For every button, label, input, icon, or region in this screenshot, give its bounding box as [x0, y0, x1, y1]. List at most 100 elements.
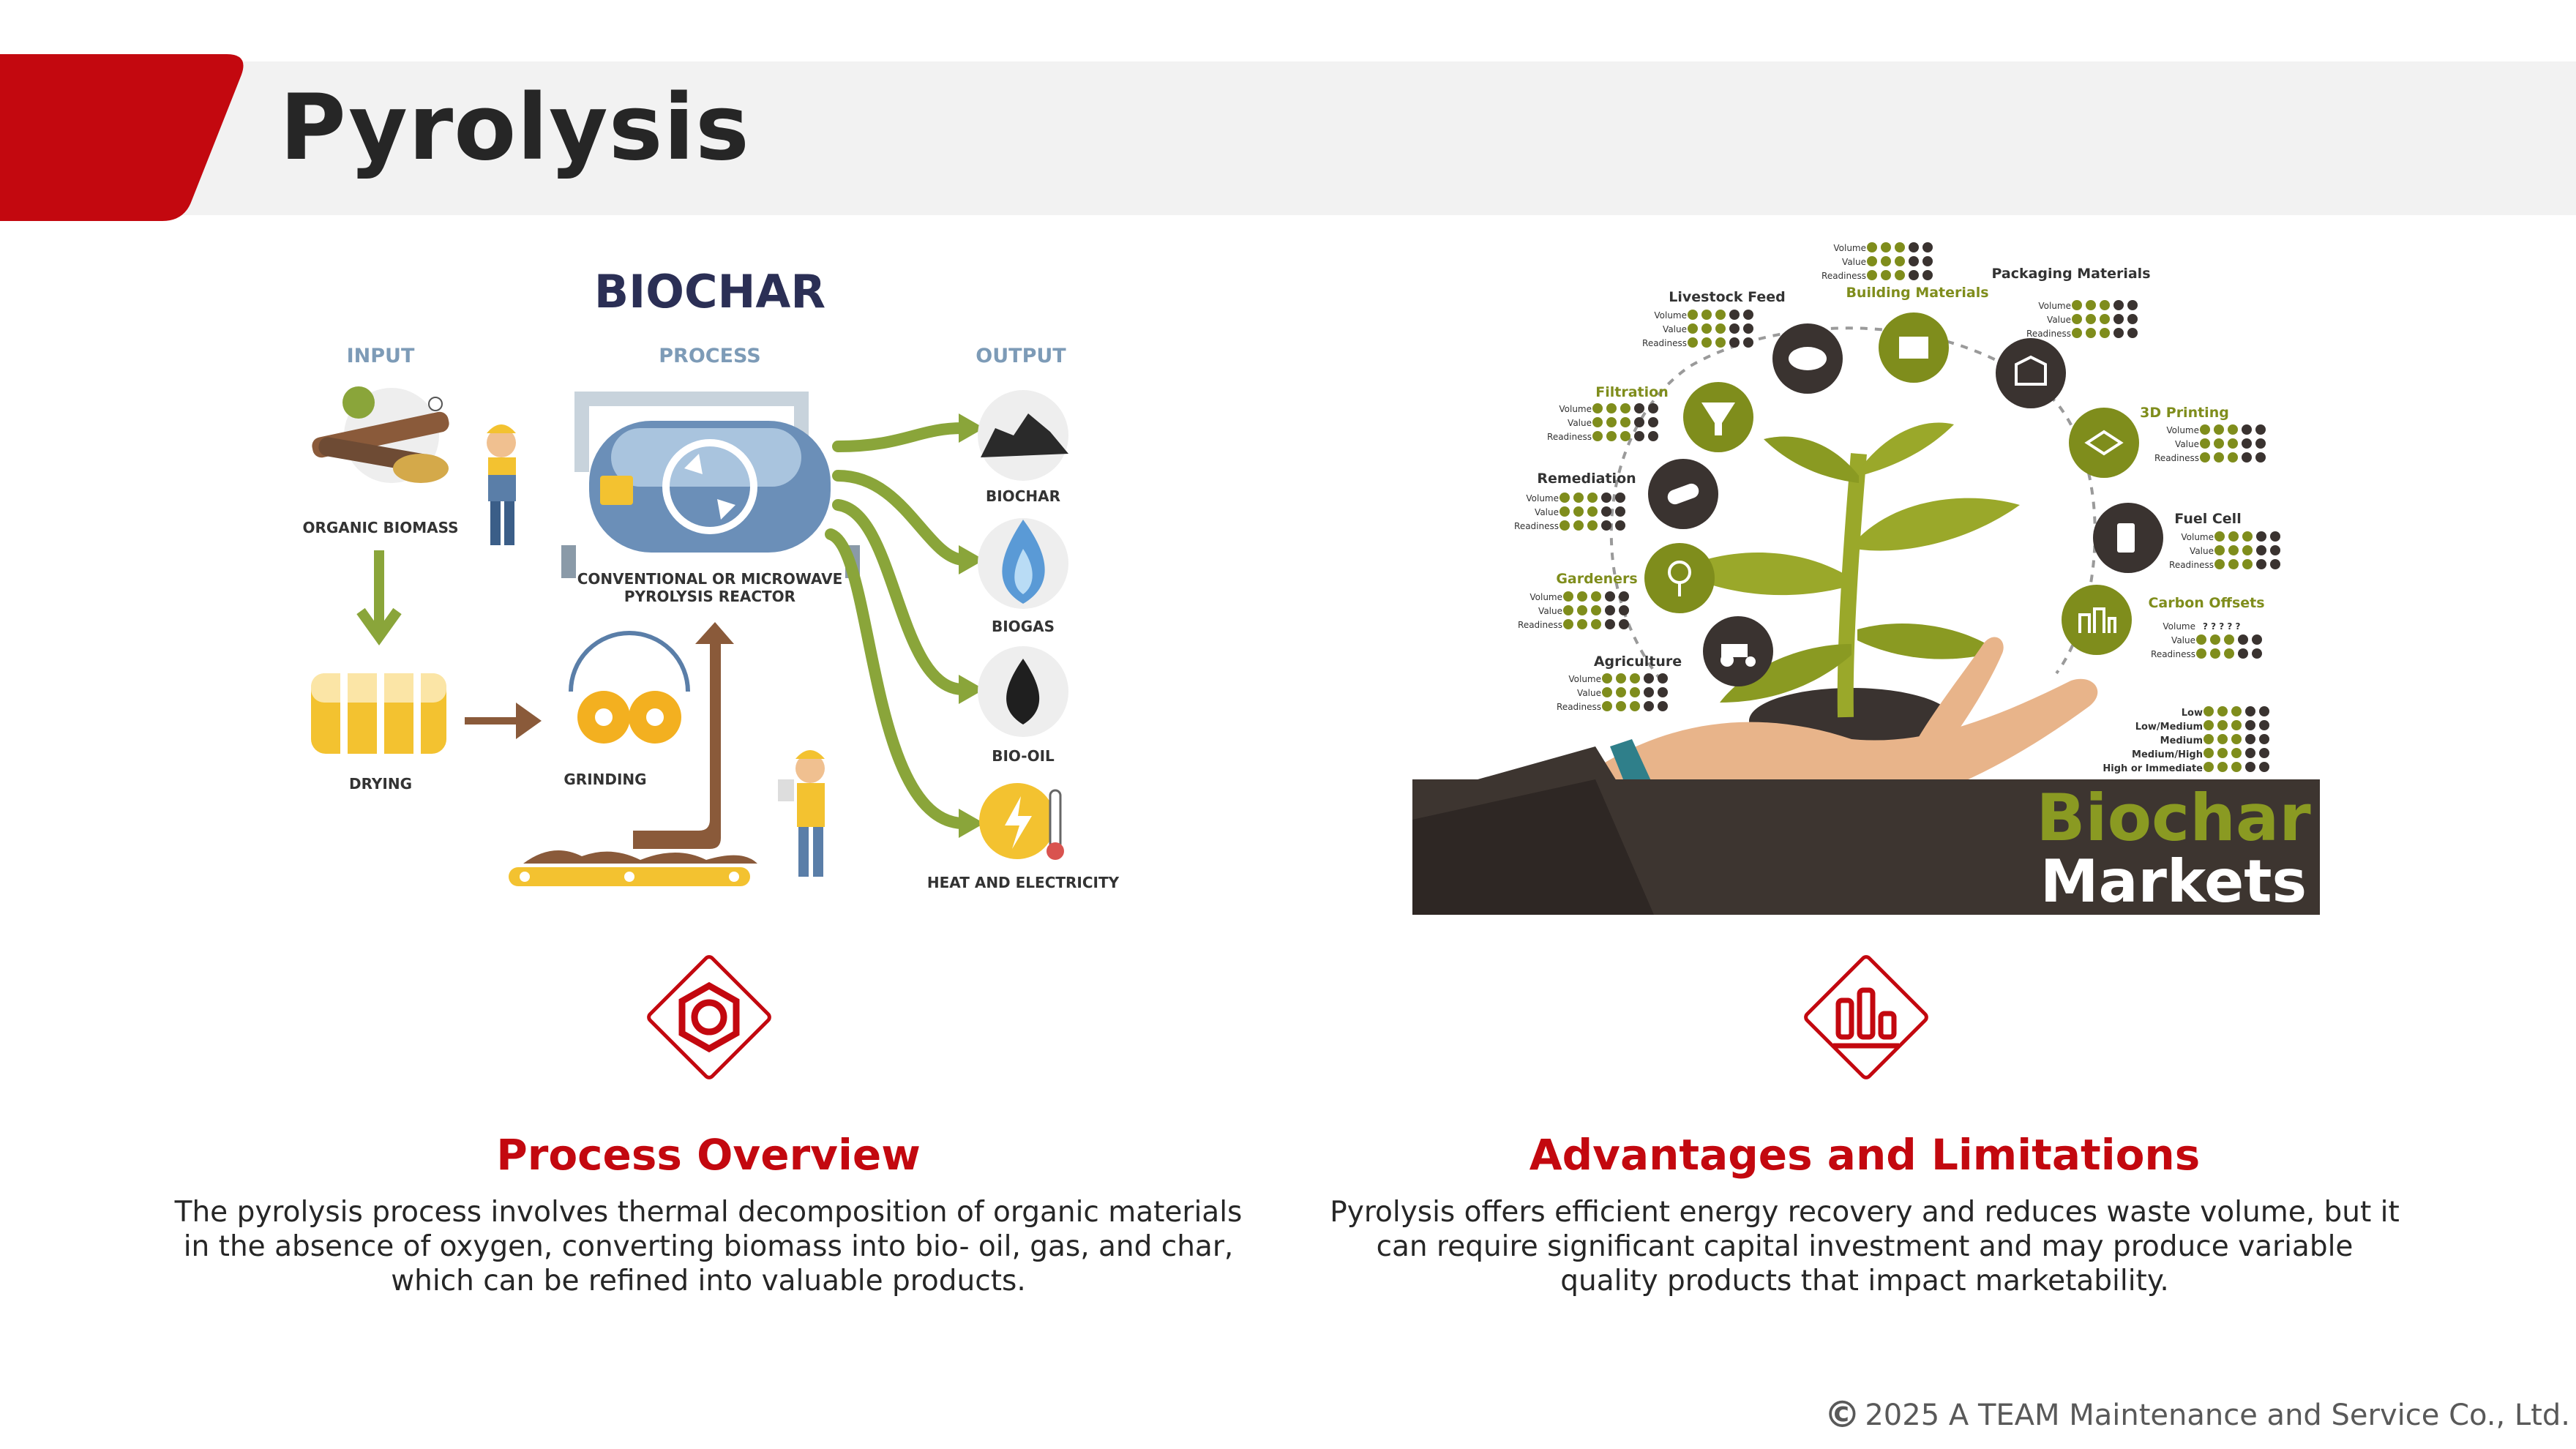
rating-dot: [1587, 520, 1598, 531]
rating-dot: [2113, 328, 2124, 338]
rating-dot: [1577, 591, 1587, 602]
svg-text:Volume: Volume: [1526, 493, 1559, 503]
market-node-gardeners: Gardeners: [1556, 543, 1715, 613]
rating-dot: [2228, 545, 2239, 555]
rating-grid-building: Volume Value Readiness: [1821, 243, 1866, 281]
rating-dot: [2214, 559, 2225, 569]
rating-dot: [2214, 545, 2225, 555]
footer-copyright: ©2025 A TEAM Maintenance and Service Co.…: [1824, 1396, 2570, 1434]
rating-dot: [1648, 431, 1658, 441]
rating-dot: [2245, 734, 2255, 744]
arrow-right-icon: [465, 703, 542, 739]
svg-text:Packaging Materials: Packaging Materials: [1991, 266, 2150, 282]
rating-dot: [2072, 328, 2082, 338]
svg-text:Volume: Volume: [1559, 404, 1592, 414]
pyrolysis-reactor-icon: [561, 392, 860, 578]
col-output-label: OUTPUT: [976, 345, 1066, 367]
rating-grid-carbon: Volume Value Readiness ? ? ? ? ?: [2151, 621, 2241, 659]
biochar-markets-illustration: Biochar Markets Livestock Feed Building …: [1412, 234, 2320, 915]
rating-dot: [2086, 314, 2096, 324]
rating-dot: [1619, 605, 1629, 615]
rating-dot: [1922, 270, 1933, 280]
bar-chart-icon: [1804, 955, 1928, 1079]
market-node-fuel-cell: Fuel Cell: [2093, 503, 2242, 573]
rating-dot: [2242, 438, 2252, 449]
rating-dot: [2214, 452, 2224, 463]
rating-dot: [2200, 424, 2210, 435]
rating-dot: [2204, 706, 2214, 716]
rating-dot: [2231, 748, 2242, 758]
rating-dot: [1630, 673, 1640, 684]
rating-dot: [1658, 701, 1668, 711]
svg-text:High or Immediate: High or Immediate: [2103, 763, 2203, 774]
rating-dot: [1881, 256, 1891, 266]
rating-dot: [2127, 300, 2138, 310]
rating-dots: [1560, 242, 2280, 772]
rating-dot: [2196, 634, 2206, 645]
rating-dot: [1619, 591, 1629, 602]
rating-dot: [1743, 310, 1753, 320]
organic-biomass-icon: [312, 386, 449, 483]
biochar-output-icon: [978, 390, 1068, 481]
rating-dot: [2214, 424, 2224, 435]
rating-dot: [1881, 242, 1891, 252]
svg-text:Carbon Offsets: Carbon Offsets: [2148, 595, 2264, 611]
rating-dot: [2113, 300, 2124, 310]
rating-dot: [2242, 452, 2252, 463]
rating-dot: [2086, 300, 2096, 310]
rating-grid-3d: Volume Value Readiness: [2154, 425, 2199, 463]
rating-legend: Low Low/Medium Medium Medium/High High o…: [2103, 708, 2203, 774]
rating-dot: [2127, 314, 2138, 324]
rating-dot: [1922, 256, 1933, 266]
svg-text:Volume: Volume: [1654, 310, 1687, 321]
rating-dot: [2231, 706, 2242, 716]
drying-drum-icon: [311, 667, 446, 760]
rating-dot: [1909, 242, 1919, 252]
svg-text:Volume: Volume: [1530, 592, 1562, 602]
svg-text:Livestock Feed: Livestock Feed: [1669, 289, 1785, 305]
rating-dot: [1895, 242, 1905, 252]
rating-dot: [1729, 323, 1740, 334]
rating-dot: [1895, 270, 1905, 280]
svg-text:Value: Value: [1842, 257, 1866, 267]
rating-dot: [1560, 520, 1570, 531]
rating-dot: [1909, 256, 1919, 266]
rating-dot: [2127, 328, 2138, 338]
rating-dot: [1605, 605, 1615, 615]
hexagon-nut-icon: [647, 955, 771, 1079]
svg-text:Gardeners: Gardeners: [1556, 571, 1637, 587]
rating-dot: [1619, 619, 1629, 629]
rating-dot: [1909, 270, 1919, 280]
rating-dot: [1563, 591, 1573, 602]
rating-dot: [2256, 559, 2266, 569]
rating-dot: [1729, 337, 1740, 348]
rating-dot: [2100, 300, 2110, 310]
page-title: Pyrolysis: [280, 75, 750, 181]
rating-dot: [2100, 328, 2110, 338]
rating-dot: [1922, 242, 1933, 252]
rating-dot: [2072, 314, 2082, 324]
svg-text:Fuel Cell: Fuel Cell: [2174, 511, 2241, 527]
rating-dot: [1591, 619, 1601, 629]
reactor-label-line1: CONVENTIONAL OR MICROWAVE: [577, 570, 843, 588]
rating-dot: [1615, 506, 1625, 517]
heat-electricity-output-icon: [979, 783, 1064, 860]
rating-dot: [2259, 762, 2269, 772]
svg-text:Volume: Volume: [2163, 621, 2195, 632]
rating-dot: [2210, 634, 2220, 645]
rating-dot: [2086, 328, 2096, 338]
rating-dot: [2270, 531, 2280, 542]
svg-text:Filtration: Filtration: [1595, 384, 1668, 400]
rating-dot: [2214, 438, 2224, 449]
svg-text:Readiness: Readiness: [1642, 338, 1687, 348]
illus-title: BIOCHAR: [594, 265, 825, 318]
rating-dot: [1560, 493, 1570, 503]
rating-dot: [1563, 605, 1573, 615]
rating-dot: [1867, 256, 1877, 266]
rating-dot: [2224, 634, 2234, 645]
rating-dot: [2217, 720, 2228, 730]
rating-dot: [1729, 310, 1740, 320]
rating-dot: [1615, 493, 1625, 503]
market-node-agriculture: Agriculture: [1594, 616, 1773, 686]
rating-dot: [2204, 734, 2214, 744]
